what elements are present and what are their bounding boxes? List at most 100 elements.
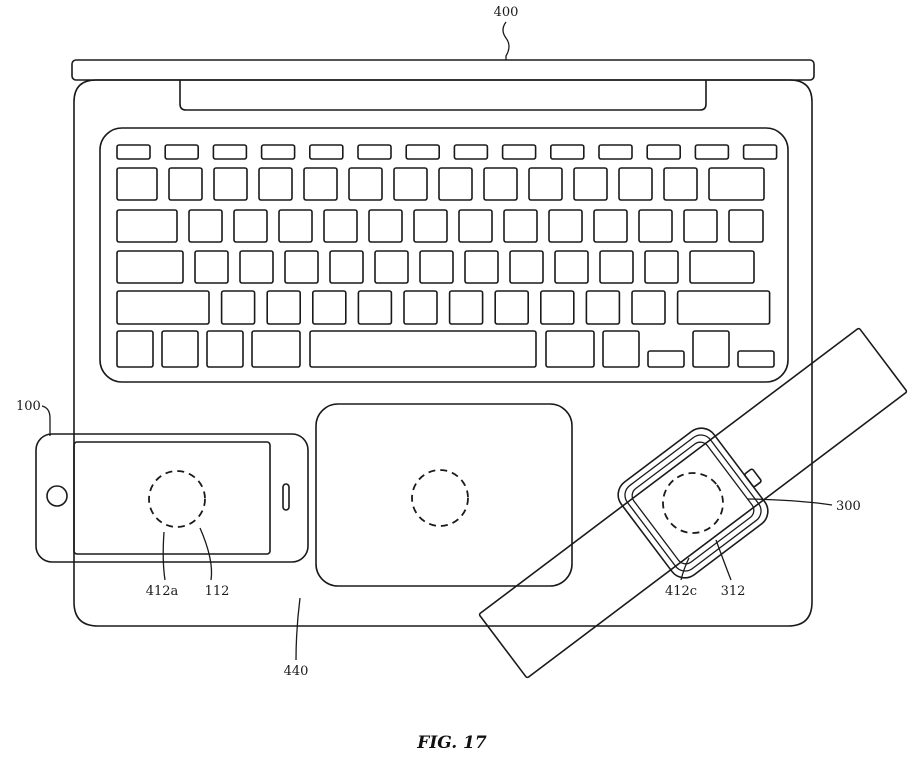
key: [348, 167, 383, 201]
key: [545, 330, 595, 368]
key: [689, 250, 755, 284]
key: [742, 144, 778, 160]
key: [573, 167, 608, 201]
key: [494, 290, 530, 325]
key: [213, 167, 248, 201]
key: [419, 250, 454, 284]
key: [618, 167, 653, 201]
key: [188, 209, 223, 243]
key: [309, 330, 537, 368]
label-phone: 100: [16, 399, 41, 414]
key: [676, 290, 771, 325]
key: [308, 144, 344, 160]
key: [539, 290, 575, 325]
key: [405, 144, 441, 160]
key: [549, 144, 585, 160]
key: [116, 290, 210, 325]
label-phone-receiver: 112: [205, 584, 230, 599]
phone: [35, 433, 309, 563]
key: [168, 167, 203, 201]
key: [663, 167, 698, 201]
key: [483, 167, 518, 201]
key: [599, 250, 634, 284]
laptop-lid: [71, 59, 815, 81]
key: [116, 250, 184, 284]
key: [260, 144, 296, 160]
key: [638, 209, 673, 243]
key: [692, 330, 730, 368]
key: [258, 167, 293, 201]
key: [509, 250, 544, 284]
trackpad-coil: [411, 469, 469, 527]
speaker-slot: [282, 483, 290, 511]
key: [194, 250, 229, 284]
key: [251, 330, 301, 368]
key: [374, 250, 409, 284]
label-watch-receiver: 312: [721, 584, 746, 599]
key: [239, 250, 274, 284]
key: [116, 330, 154, 368]
key: [585, 290, 621, 325]
key: [164, 144, 199, 160]
laptop-base: [73, 79, 813, 627]
label-surface: 440: [284, 664, 309, 679]
watch: [478, 327, 908, 679]
key: [593, 209, 628, 243]
key: [694, 144, 730, 160]
key: [448, 290, 484, 325]
key: [458, 209, 493, 243]
key: [528, 167, 563, 201]
key: [708, 167, 765, 201]
watch-coil: [662, 472, 724, 534]
key: [503, 209, 538, 243]
key: [116, 167, 158, 201]
key: [357, 290, 393, 325]
keyboard: [99, 127, 789, 383]
key: [602, 330, 640, 368]
reference-labels: 400 100 412a 112 440 300 412c 312: [16, 5, 861, 679]
watch-crown: [744, 468, 762, 488]
key: [464, 250, 499, 284]
home-button: [46, 485, 68, 507]
key: [438, 167, 473, 201]
label-phone-coil: 412a: [146, 584, 179, 599]
label-watch-coil: 412c: [665, 584, 697, 599]
key: [323, 209, 358, 243]
key: [683, 209, 718, 243]
key: [646, 144, 682, 160]
key: [233, 209, 268, 243]
key: [311, 290, 347, 325]
key: [266, 290, 302, 325]
key: [284, 250, 319, 284]
leader-lines: [41, 21, 833, 661]
watch-band: [478, 327, 908, 679]
key: [644, 250, 679, 284]
key: [403, 290, 438, 325]
phone-coil: [148, 470, 206, 528]
keyboard-keys: [116, 144, 778, 368]
label-watch: 300: [836, 499, 861, 514]
key: [631, 290, 666, 325]
key: [393, 167, 428, 201]
key: [554, 250, 589, 284]
key: [453, 144, 489, 160]
key: [161, 330, 199, 368]
key: [413, 209, 448, 243]
key: [206, 330, 244, 368]
key: [737, 350, 775, 368]
key: [548, 209, 583, 243]
key: [728, 209, 764, 243]
key: [329, 250, 364, 284]
key: [220, 290, 256, 325]
figure-caption: FIG. 17: [416, 733, 487, 753]
label-laptop: 400: [494, 5, 519, 20]
key: [212, 144, 248, 160]
key: [501, 144, 537, 160]
key: [116, 144, 151, 160]
key: [278, 209, 313, 243]
trackpad: [315, 403, 573, 587]
key: [303, 167, 338, 201]
key: [357, 144, 392, 160]
key: [368, 209, 403, 243]
